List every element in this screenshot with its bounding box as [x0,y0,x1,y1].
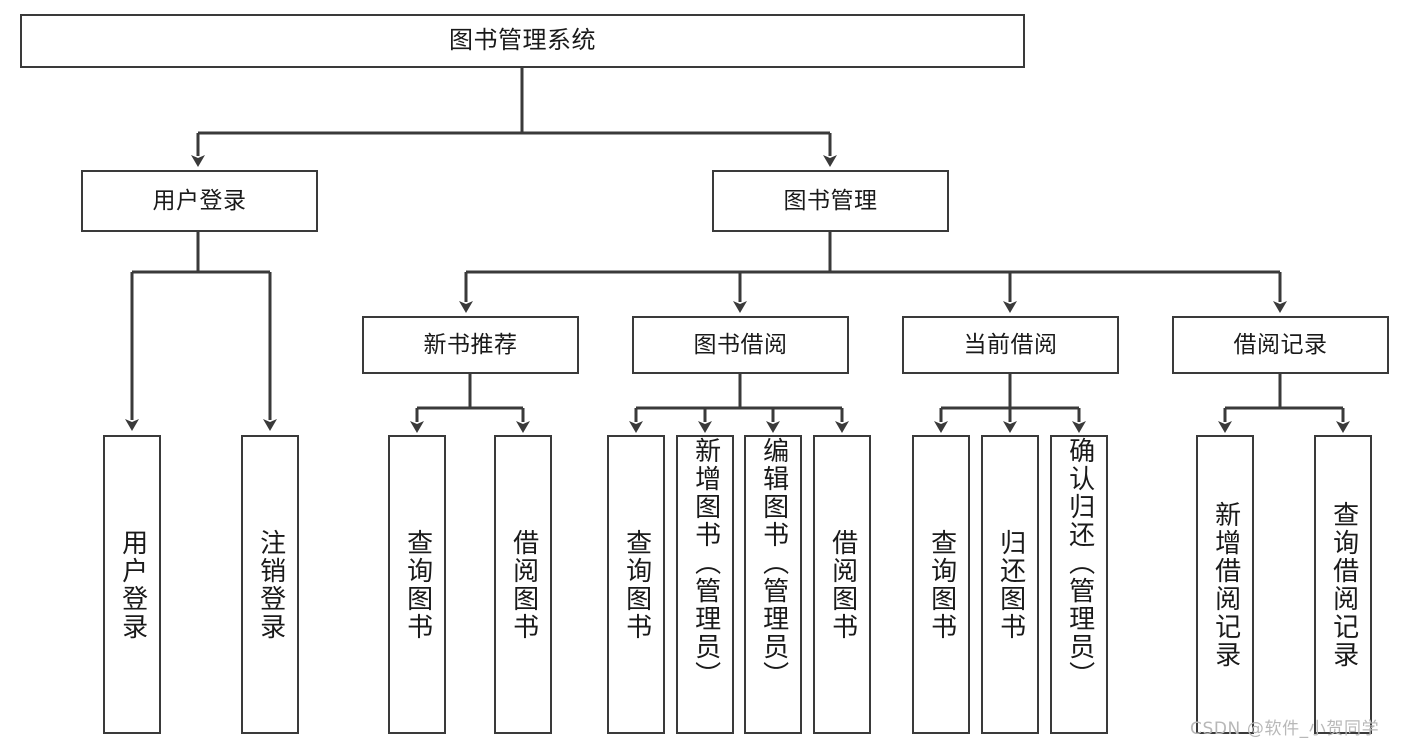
leaf-borrow-book-borrow[interactable]: 借阅图书 [813,435,871,734]
node-label: 新增借阅记录 [1210,500,1241,669]
node-book-manage[interactable]: 图书管理 [712,170,949,232]
node-label: 编辑图书（管理员） [758,437,789,689]
leaf-add-book[interactable]: 新增图书（管理员） [676,435,734,734]
node-label: 确认归还（管理员） [1064,437,1095,689]
csdn-watermark: CSDN @软件_小贺同学 [1190,719,1380,739]
node-label: 查询借阅记录 [1328,500,1359,669]
leaf-query-book-recommend[interactable]: 查询图书 [388,435,446,734]
leaf-query-book-current[interactable]: 查询图书 [912,435,970,734]
node-label: 新增图书（管理员） [690,437,721,689]
node-label: 用户登录 [152,187,247,214]
node-label: 用户登录 [117,528,148,641]
leaf-query-book-borrow[interactable]: 查询图书 [607,435,665,734]
node-label: 图书借阅 [693,331,788,358]
node-label: 借阅记录 [1233,331,1328,358]
node-borrow-record[interactable]: 借阅记录 [1172,316,1389,374]
node-label: 当前借阅 [963,331,1058,358]
node-label: 查询图书 [402,528,433,641]
node-book-borrow[interactable]: 图书借阅 [632,316,849,374]
node-label: 查询图书 [926,528,957,641]
leaf-user-login[interactable]: 用户登录 [103,435,161,734]
leaf-query-borrow-record[interactable]: 查询借阅记录 [1314,435,1372,734]
node-current-borrow[interactable]: 当前借阅 [902,316,1119,374]
node-label: 归还图书 [995,528,1026,641]
node-new-book-recommend[interactable]: 新书推荐 [362,316,579,374]
node-label: 借阅图书 [508,528,539,641]
node-label: 图书管理系统 [449,26,596,55]
leaf-logout-login[interactable]: 注销登录 [241,435,299,734]
node-root-system[interactable]: 图书管理系统 [20,14,1025,68]
leaf-edit-book[interactable]: 编辑图书（管理员） [744,435,802,734]
node-user-login[interactable]: 用户登录 [81,170,318,232]
node-label: 借阅图书 [827,528,858,641]
leaf-borrow-book-recommend[interactable]: 借阅图书 [494,435,552,734]
node-label: 图书管理 [783,187,878,214]
node-label: 查询图书 [621,528,652,641]
leaf-add-borrow-record[interactable]: 新增借阅记录 [1196,435,1254,734]
node-label: 新书推荐 [423,331,518,358]
leaf-confirm-return[interactable]: 确认归还（管理员） [1050,435,1108,734]
leaf-return-book[interactable]: 归还图书 [981,435,1039,734]
node-label: 注销登录 [255,528,286,641]
